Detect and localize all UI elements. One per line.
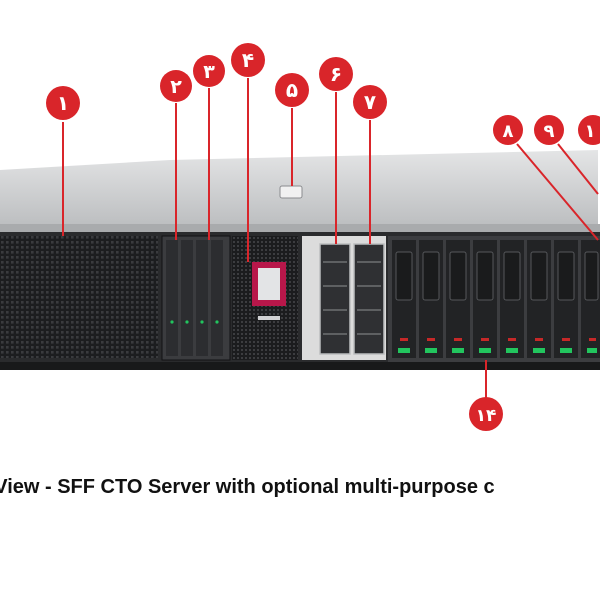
callout-1: ١ <box>46 86 80 120</box>
callout-2: ٢ <box>160 70 192 102</box>
callout-8: ٨ <box>493 115 523 145</box>
callout-leaders <box>62 78 599 398</box>
callout-marker-icon <box>493 115 523 145</box>
usb-port <box>258 316 280 320</box>
callout-marker-icon <box>46 86 80 120</box>
callout-4: ۴ <box>231 43 265 77</box>
callout-marker-icon <box>534 115 564 145</box>
status-led-icon <box>200 320 204 324</box>
callout-label: ۵ <box>286 78 298 102</box>
figure-caption: t View - SFF CTO Server with optional mu… <box>0 476 495 498</box>
callout-label: ۴ <box>242 48 254 72</box>
callout-label: ٣ <box>203 61 215 83</box>
callout-marker-icon <box>160 70 192 102</box>
callout-label: ٩ <box>544 121 555 142</box>
left-vent-grille <box>0 236 158 358</box>
callout-marker-icon <box>193 55 225 87</box>
callout-label: ۶ <box>330 62 342 86</box>
media-bay-slots <box>166 240 223 356</box>
optional-bay-left <box>319 243 351 355</box>
bezel-bottom-rail <box>0 362 600 370</box>
callout-label: ٢ <box>170 76 182 98</box>
callout-9: ٩ <box>534 115 564 145</box>
callout-10: ١ <box>578 115 600 145</box>
callout-label: ٧ <box>364 90 376 114</box>
callout-marker-icon <box>319 57 353 91</box>
callout-7: ٧ <box>353 85 387 119</box>
callout-6: ۶ <box>319 57 353 91</box>
callout-label: ٨ <box>503 121 514 142</box>
optional-bay-right <box>353 243 385 355</box>
callout-3: ٣ <box>193 55 225 87</box>
callout-marker-icon <box>231 43 265 77</box>
chassis-top-edge <box>0 224 600 232</box>
callout-5: ۵ <box>275 73 309 107</box>
callout-marker-icon <box>578 115 600 145</box>
callout-marker-icon <box>353 85 387 119</box>
drive-latch-icon <box>395 251 599 301</box>
callout-label: ١ <box>57 91 69 115</box>
drive-fault-leds <box>400 338 596 341</box>
drive-status-leds <box>398 348 597 353</box>
callout-14: ١۴ <box>469 397 503 431</box>
status-led-icon <box>185 320 189 324</box>
optional-bay-ribs <box>323 261 381 335</box>
callout-marker-icon <box>275 73 309 107</box>
status-led-icon <box>170 320 174 324</box>
status-led-icon <box>215 320 219 324</box>
callout-label: ١ <box>585 121 596 142</box>
callout-marker-icon <box>469 397 503 431</box>
top-cover-latch <box>279 185 303 199</box>
callout-label: ١۴ <box>476 406 497 426</box>
front-panel-display-inner <box>258 268 280 300</box>
